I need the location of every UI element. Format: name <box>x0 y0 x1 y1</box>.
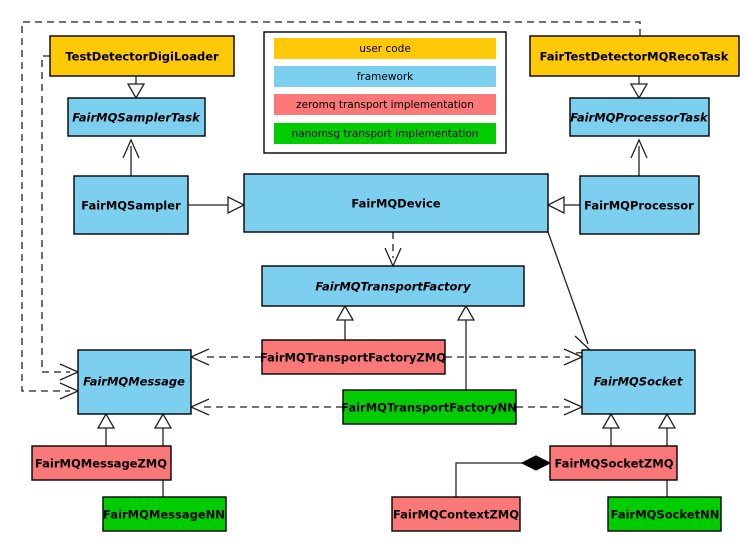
legend-item-zeromq: zeromq transport implementation <box>274 94 496 115</box>
node-layer: TestDetectorDigiLoader FairTestDetectorM… <box>31 35 740 532</box>
legend-swatch <box>274 123 496 144</box>
node-box[interactable] <box>77 349 192 415</box>
node-fairmqdevice[interactable]: FairMQDevice <box>243 173 549 233</box>
node-box[interactable] <box>579 175 700 235</box>
node-box[interactable] <box>569 97 710 137</box>
node-label: FairMQSampler <box>81 199 181 213</box>
node-fairmqprocessor[interactable]: FairMQProcessor <box>579 175 700 235</box>
node-box[interactable] <box>73 175 189 235</box>
edge-tfzmq-generalization <box>335 304 355 340</box>
edge-recotask-generalization <box>629 76 649 100</box>
node-fairmqsocketzmq[interactable]: FairMQSocketZMQ <box>549 445 678 481</box>
node-label: FairMQTransportFactoryZMQ <box>260 351 446 365</box>
node-box[interactable] <box>549 445 678 481</box>
node-box[interactable] <box>581 349 696 415</box>
edge-socketzmq-contextzmq-composition <box>455 455 552 497</box>
node-box[interactable] <box>67 97 206 137</box>
edge-device-to-socket <box>547 231 594 354</box>
node-box[interactable] <box>342 389 517 425</box>
legend-item-nanomsg: nanomsg transport implementation <box>274 123 496 144</box>
edge-tfnn-generalization <box>456 304 476 390</box>
node-label: FairMQSamplerTask <box>72 111 201 125</box>
edge-layer <box>21 21 677 497</box>
node-label: FairMQTransportFactoryNN <box>341 401 517 415</box>
node-label: FairMQMessage <box>83 375 185 389</box>
edge-tfnn-to-socket <box>516 398 584 416</box>
node-box[interactable] <box>261 265 525 307</box>
node-label: FairMQTransportFactory <box>315 280 471 294</box>
node-fairmqcontextzmq[interactable]: FairMQContextZMQ <box>391 496 521 532</box>
node-label: FairMQProcessor <box>584 199 694 213</box>
node-fairmqtransportfactorynn[interactable]: FairMQTransportFactoryNN <box>341 389 517 425</box>
edge-digiloader-generalization <box>126 76 146 100</box>
node-fairmqsocket[interactable]: FairMQSocket <box>581 349 696 415</box>
legend-label: framework <box>357 71 414 83</box>
node-fairmqmessage[interactable]: FairMQMessage <box>77 349 192 415</box>
node-label: FairMQSocket <box>594 375 683 389</box>
node-label: FairTestDetectorMQRecoTask <box>540 50 729 64</box>
node-fairmqtransportfactory[interactable]: FairMQTransportFactory <box>261 265 525 307</box>
node-box[interactable] <box>243 173 549 233</box>
edge-processor-to-device <box>546 195 580 215</box>
edge-device-to-transportfactory <box>384 232 402 268</box>
legend-item-framework: framework <box>274 66 496 87</box>
node-label: TestDetectorDigiLoader <box>65 50 219 64</box>
legend-item-user-code: user code <box>274 38 496 59</box>
node-label: FairMQSocketNN <box>611 508 720 522</box>
node-box[interactable] <box>49 35 235 77</box>
legend-label: zeromq transport implementation <box>296 99 474 111</box>
node-fairmqmessagezmq[interactable]: FairMQMessageZMQ <box>31 445 172 481</box>
node-box[interactable] <box>529 35 740 77</box>
node-box[interactable] <box>31 445 172 481</box>
edge-socketzmq-generalization <box>601 412 621 446</box>
edge-tfnn-to-message <box>189 398 343 416</box>
node-box[interactable] <box>607 496 722 532</box>
legend: user code framework zeromq transport imp… <box>263 31 507 154</box>
node-testdetectordigiloader[interactable]: TestDetectorDigiLoader <box>49 35 235 77</box>
node-fairtestdetectormqrecotask[interactable]: FairTestDetectorMQRecoTask <box>529 35 740 77</box>
legend-label: user code <box>359 43 411 55</box>
node-label: FairMQDevice <box>351 197 440 211</box>
node-label: FairMQContextZMQ <box>393 508 519 522</box>
edge-tfzmq-to-message <box>189 348 262 366</box>
node-fairmqtransportfactoryzmq[interactable]: FairMQTransportFactoryZMQ <box>260 339 446 375</box>
node-label: FairMQProcessorTask <box>570 111 709 125</box>
node-fairmqsamplertask[interactable]: FairMQSamplerTask <box>67 97 206 137</box>
node-fairmqsocketnn[interactable]: FairMQSocketNN <box>607 496 722 532</box>
legend-label: nanomsg transport implementation <box>292 128 479 140</box>
node-fairmqsampler[interactable]: FairMQSampler <box>73 175 189 235</box>
legend-swatch <box>274 66 496 87</box>
legend-swatch <box>274 94 496 115</box>
legend-swatch <box>274 38 496 59</box>
node-fairmqprocessortask[interactable]: FairMQProcessorTask <box>569 97 710 137</box>
edge-messagezmq-generalization <box>96 412 116 446</box>
node-label: FairMQSocketZMQ <box>555 457 674 471</box>
node-fairmqmessagenn[interactable]: FairMQMessageNN <box>102 496 227 532</box>
node-box[interactable] <box>102 496 227 532</box>
node-box[interactable] <box>391 496 521 532</box>
node-label: FairMQMessageNN <box>103 508 225 522</box>
edge-sampler-to-samplertask <box>122 138 140 176</box>
node-box[interactable] <box>261 339 446 375</box>
edge-processor-to-processortask <box>630 138 648 176</box>
edge-sampler-to-device <box>188 195 246 215</box>
node-label: FairMQMessageZMQ <box>35 457 167 471</box>
